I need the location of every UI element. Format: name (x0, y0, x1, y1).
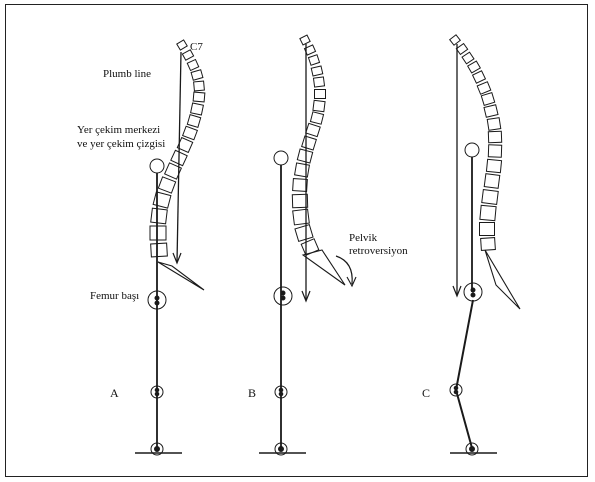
panel-c-vertebra (450, 35, 461, 45)
panel-c-vertebra (482, 190, 498, 205)
panel-a-vertebra (153, 192, 171, 208)
panel-b-sacrum (303, 250, 345, 285)
panel-a-vertebra (187, 60, 198, 71)
panel-a-vertebra (150, 226, 166, 240)
panel-b-vertebra (293, 209, 310, 225)
panel-a-plumb-line (177, 52, 181, 262)
panel-b-vertebra (310, 112, 323, 124)
panel-a-vertebra (187, 115, 200, 128)
gravity-center-label-1: Yer çekim merkezi (77, 124, 160, 137)
pelvic-label-1: Pelvik (349, 232, 377, 245)
panel-b-vertebra (300, 35, 310, 45)
panel-b-vertebra (297, 149, 312, 163)
gravity-center-label-2: ve yer çekim çizgisi (77, 138, 165, 151)
panel-c-vertebra (484, 105, 498, 118)
panel-a-vertebra (158, 177, 175, 193)
panel-c-label: C (422, 387, 430, 400)
panel-b-vertebra (313, 100, 325, 111)
panel-c-gravity-center (465, 143, 479, 157)
panel-c-vertebra (468, 61, 481, 73)
panel-b-vertebra (313, 77, 324, 87)
panel-a-vertebra (183, 126, 198, 140)
panel-a-vertebra (194, 81, 205, 91)
panel-a-vertebra (177, 40, 187, 50)
panel-c-vertebra (481, 238, 496, 251)
panel-b-vertebra (311, 66, 323, 76)
panel-a-vertebra (193, 92, 205, 102)
panel-b-spine (292, 35, 325, 255)
panel-c-vertebra (481, 93, 494, 106)
c7-label: C7 (190, 41, 203, 54)
panel-a-gravity-center (150, 159, 164, 173)
panel-a-vertebra (191, 70, 203, 80)
panel-c-vertebra (484, 174, 500, 189)
panel-c-vertebra (456, 44, 467, 55)
panel-a-vertebra (151, 243, 168, 257)
panel-a-vertebra (151, 208, 168, 224)
panel-c-sacrum (485, 250, 520, 309)
panel-c-vertebra (488, 145, 501, 157)
panel-c-vertebra (473, 71, 486, 83)
panel-b-vertebra (306, 123, 320, 136)
panel-c-vertebra (480, 205, 496, 220)
panel-c-vertebra (477, 82, 491, 94)
panel-b-vertebra (295, 225, 313, 242)
panel-b-vertebra (295, 163, 310, 177)
panel-b-gravity-center (274, 151, 288, 165)
panel-a-sacrum (158, 262, 204, 290)
femur-head-label: Femur başı (90, 290, 139, 303)
pelvic-label-2: retroversiyon (349, 245, 408, 258)
panel-c-figure (450, 35, 520, 455)
panel-a-figure (135, 40, 205, 455)
panel-b-vertebra (315, 90, 326, 99)
plumb-line-label: Plumb line (103, 68, 151, 81)
panel-b-vertebra (308, 55, 319, 65)
panel-b-label: B (248, 387, 256, 400)
panel-b-figure (259, 35, 356, 455)
panel-c-vertebra (488, 131, 501, 142)
panel-c-vertebra (480, 223, 495, 236)
panel-b-vertebra (293, 179, 308, 192)
panel-c-leg (456, 300, 473, 448)
panel-a-vertebra (191, 103, 204, 115)
panel-c-vertebra (462, 52, 474, 64)
panel-a-label: A (110, 387, 119, 400)
panel-b-vertebra (302, 136, 317, 150)
panel-c-vertebra (486, 159, 501, 172)
panel-c-vertebra (487, 118, 501, 131)
